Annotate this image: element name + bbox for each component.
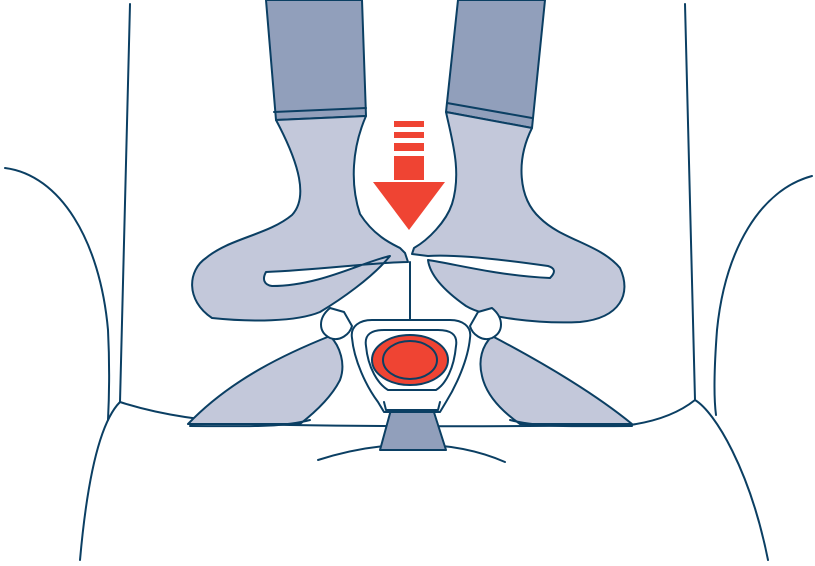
- cushion-right-edge: [695, 400, 768, 560]
- right-chest-strap: [412, 112, 624, 322]
- right-side-wing: [715, 176, 812, 415]
- shoulder-straps-upper: [266, 0, 545, 128]
- right-buckle-tongue: [470, 308, 501, 339]
- left-shoulder-strap-upper: [266, 0, 366, 120]
- arrow-shaft: [394, 156, 424, 180]
- left-lap-strap: [188, 336, 342, 424]
- left-side-wing: [5, 168, 109, 420]
- right-lap-strap: [480, 336, 632, 424]
- buckle-release-button: [372, 335, 448, 385]
- seat-back-right-edge: [685, 4, 695, 400]
- arrow-head: [373, 182, 445, 230]
- arrow-motion-line-2: [394, 132, 424, 138]
- arrow-motion-line-1: [394, 121, 424, 127]
- cushion-left-edge: [80, 402, 120, 560]
- release-button-inner: [383, 341, 437, 379]
- seat-back-left-edge: [120, 4, 130, 402]
- arrow-motion-line-3: [394, 143, 424, 151]
- down-arrow-icon: [373, 121, 445, 230]
- left-chest-strap: [192, 116, 408, 320]
- right-shoulder-strap-upper: [446, 0, 545, 128]
- left-buckle-tongue: [321, 308, 352, 339]
